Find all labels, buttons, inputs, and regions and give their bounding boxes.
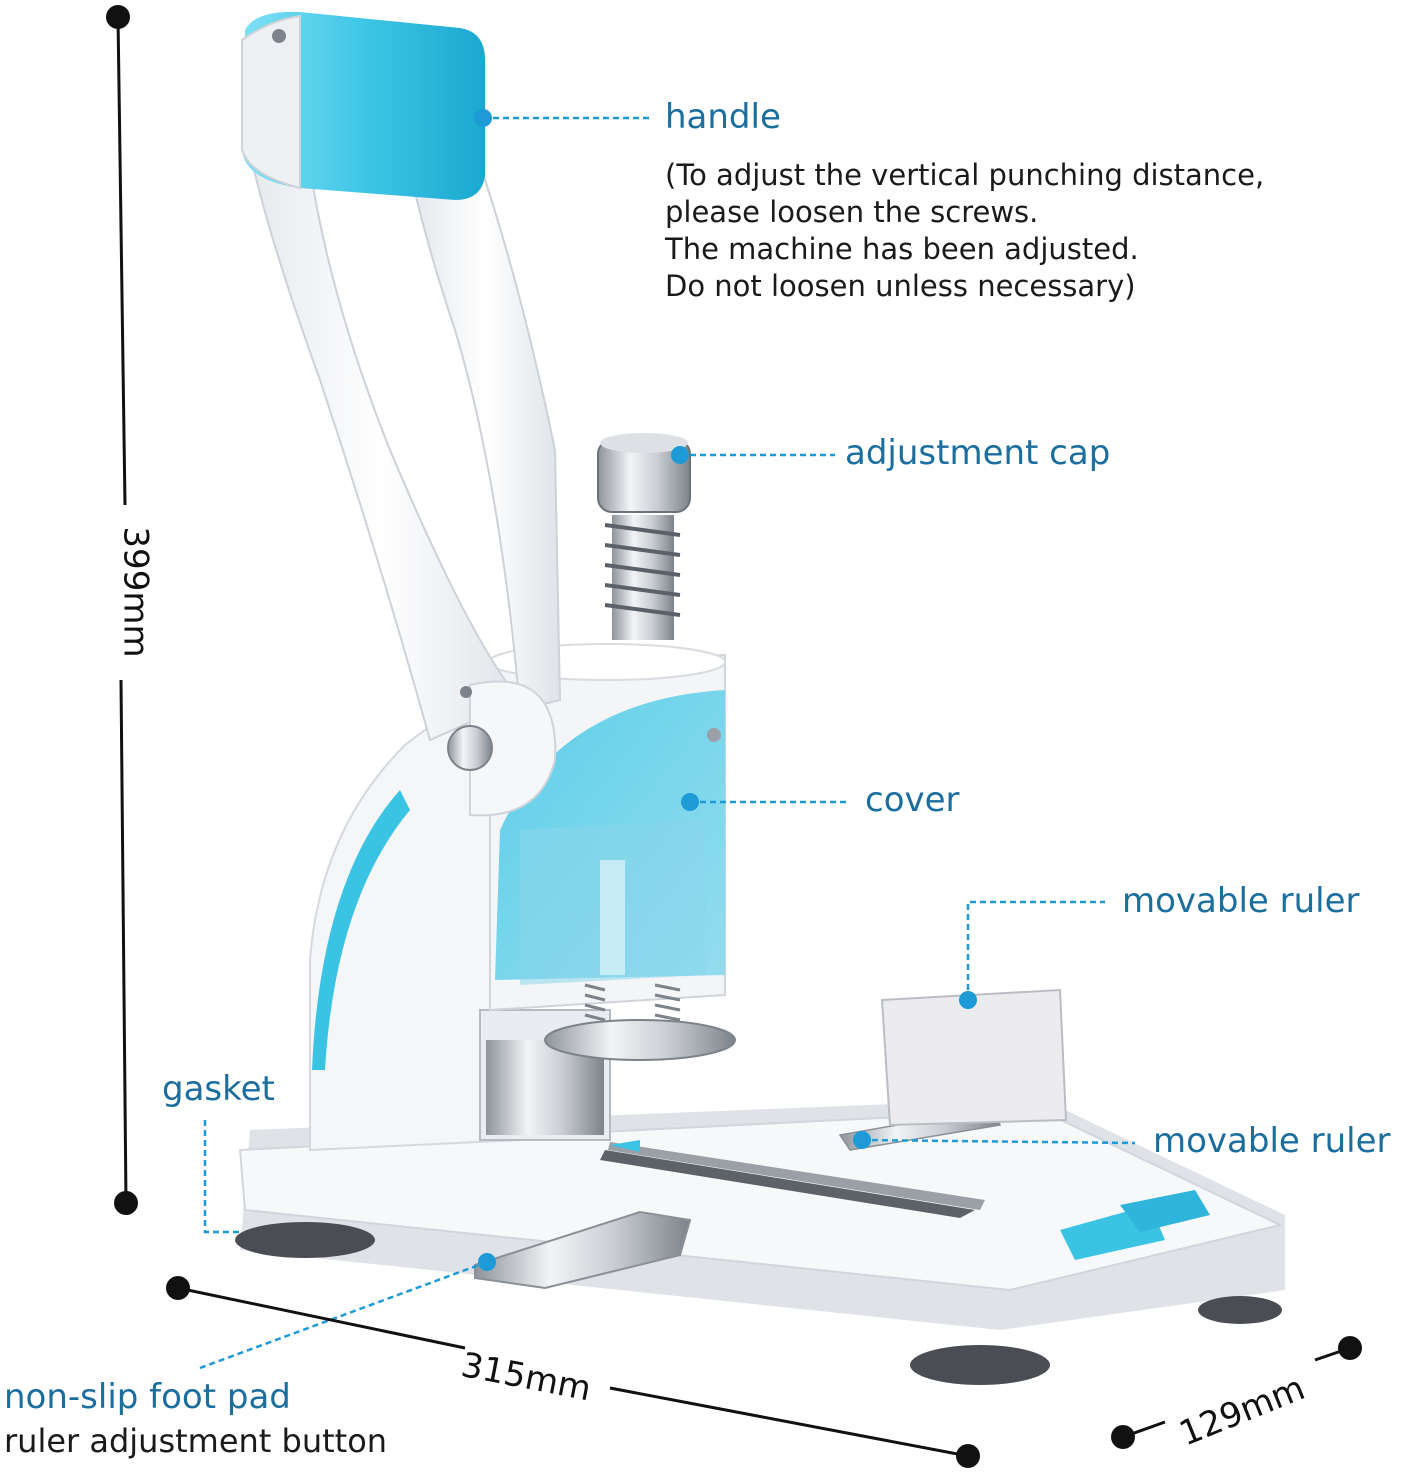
adjustment-cap-assembly <box>597 433 691 640</box>
dimension-lines <box>116 16 1351 1458</box>
non-slip-foot-pad-label: non-slip foot pad <box>4 1377 291 1417</box>
length-dimension-line-left <box>177 1286 466 1350</box>
movable-ruler-top-marker <box>959 991 977 1009</box>
lever-arms <box>240 73 562 817</box>
foot-pad-marker <box>478 1253 496 1271</box>
movable-ruler-side-label: movable ruler <box>1153 1121 1391 1161</box>
adjustment-cap-label: adjustment cap <box>845 433 1111 473</box>
handle-note-line-2: please loosen the screws. <box>665 195 1039 229</box>
handle-label: handle <box>665 97 781 137</box>
dimension-endpoints <box>106 5 1362 1468</box>
ruler-adjustment-button-label: ruler adjustment button <box>4 1422 388 1460</box>
height-dimension-label: 399mm <box>115 526 156 658</box>
movable-ruler-assembly <box>838 988 1068 1151</box>
gasket-label: gasket <box>162 1069 275 1109</box>
ruler-adjustment-buttons <box>1060 1190 1210 1260</box>
cover-marker <box>681 793 699 811</box>
gasket-callout-line <box>203 1120 240 1234</box>
front-slide-ruler <box>474 1210 692 1290</box>
punch-springs <box>544 983 736 1061</box>
frame-body <box>309 698 611 1152</box>
handle-note-line-4: Do not loosen unless necessary) <box>665 269 1136 303</box>
height-dimension-line-top <box>116 16 127 506</box>
foot-pads <box>235 1222 1282 1385</box>
cover-label: cover <box>865 780 960 820</box>
handle-note-line-3: The machine has been adjusted. <box>665 232 1139 266</box>
foot-pad-callout-line <box>199 1260 488 1370</box>
height-dimension-line-bottom <box>119 679 128 1204</box>
movable-ruler-top-label: movable ruler <box>1122 881 1360 921</box>
movable-ruler-side-marker <box>853 1131 871 1149</box>
length-dimension-line-right <box>609 1386 969 1458</box>
callout-lines <box>199 116 1136 1370</box>
callout-markers <box>474 109 977 1271</box>
handle-note: (To adjust the vertical punching distanc… <box>665 157 1264 305</box>
adjustment-cap-marker <box>671 446 689 464</box>
movable-ruler-side-callout-line <box>861 1138 1136 1145</box>
handle-note-line-1: (To adjust the vertical punching distanc… <box>665 158 1265 192</box>
movable-ruler-top-callout-line <box>966 900 1105 1000</box>
handle-marker <box>474 109 492 127</box>
handle-grip <box>241 11 485 201</box>
